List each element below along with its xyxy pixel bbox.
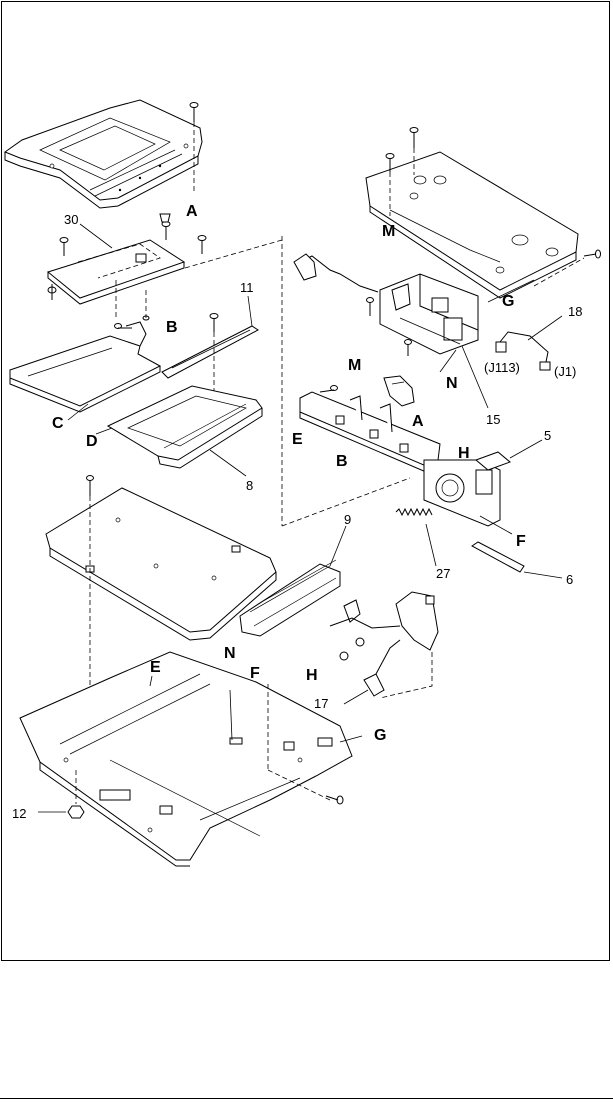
- label-e-mid: E: [292, 431, 303, 448]
- label-5: 5: [544, 428, 551, 443]
- leader-5: [510, 440, 542, 458]
- upper-shield-plate: [5, 100, 202, 208]
- mid-bracket-m: [384, 376, 414, 406]
- gear-assembly-f: [424, 452, 510, 526]
- upper-cover: [366, 152, 578, 298]
- label-g-top: G: [502, 293, 514, 310]
- alignment-line-top: [185, 240, 282, 268]
- tray-d: [108, 386, 262, 468]
- label-c: C: [52, 415, 64, 432]
- bottom-chassis: [20, 652, 352, 866]
- label-h-mid: H: [458, 445, 470, 462]
- side-frame-e: [300, 392, 440, 472]
- leader-11: [248, 296, 252, 326]
- label-18: 18: [568, 304, 582, 319]
- leader-8: [210, 450, 246, 476]
- screw-e-mid: [320, 386, 338, 393]
- nut-12: [38, 806, 84, 818]
- label-b-bracket: B: [336, 453, 348, 470]
- label-a-top: A: [186, 203, 198, 220]
- label-6: 6: [566, 572, 573, 587]
- label-9: 9: [344, 512, 351, 527]
- label-f-bottom: F: [250, 665, 260, 682]
- label-a-mid: A: [412, 413, 424, 430]
- label-f-mid: F: [516, 533, 526, 550]
- bracket-assembly-lower: [330, 592, 438, 698]
- label-27: 27: [436, 566, 450, 581]
- spring-27: [396, 509, 436, 566]
- label-n-bottom: N: [224, 645, 236, 662]
- power-supply-unit: [294, 254, 478, 354]
- label-j113: (J113): [484, 360, 520, 375]
- pcb-board: [48, 240, 184, 304]
- label-j1: (J1): [554, 364, 576, 379]
- label-8: 8: [246, 478, 253, 493]
- label-12: 12: [12, 806, 26, 821]
- leader-15: [462, 346, 488, 408]
- leader-9: [330, 526, 346, 566]
- leader-c: [68, 404, 88, 420]
- label-15: 15: [486, 412, 500, 427]
- plate-c: [10, 322, 160, 412]
- label-m-mid: M: [348, 357, 361, 374]
- label-n-mid: N: [446, 375, 458, 392]
- label-b-mid: B: [166, 319, 178, 336]
- label-17: 17: [314, 696, 328, 711]
- leader-d: [96, 428, 112, 434]
- leader-17: [344, 690, 368, 704]
- label-e-bottom: E: [150, 659, 161, 676]
- label-m-top: M: [382, 223, 395, 240]
- label-h-bottom: H: [306, 667, 318, 684]
- label-30: 30: [64, 212, 78, 227]
- label-g-bottom: G: [374, 727, 386, 744]
- label-11: 11: [240, 280, 254, 295]
- label-d: D: [86, 433, 98, 450]
- leader-30: [80, 224, 112, 248]
